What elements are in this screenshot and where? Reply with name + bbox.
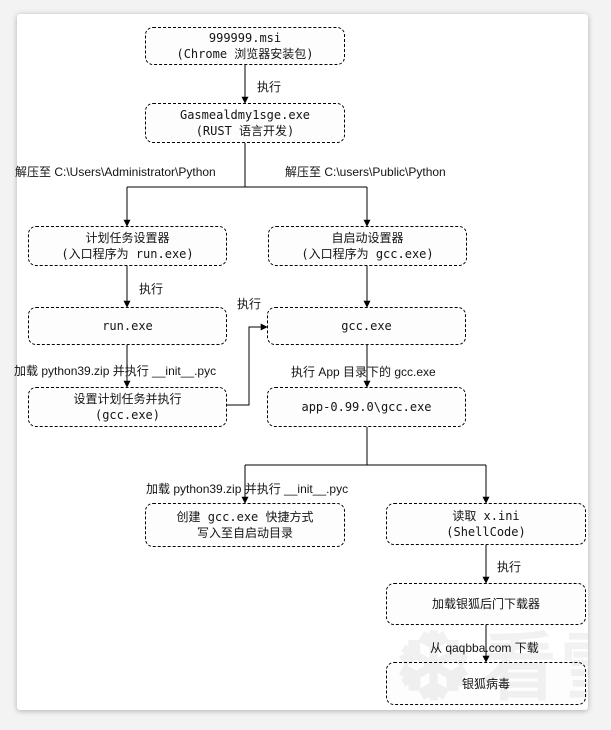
node-subtext: (ShellCode) (446, 525, 526, 539)
edge-label-load-pyc-app: 加载 python39.zip 并执行 __init__.pyc (146, 482, 349, 496)
node-text: 加载银狐后门下载器 (431, 597, 540, 611)
edge-label-exec-gcc: 执行 (237, 297, 262, 311)
node-text: 银狐病毒 (461, 676, 510, 691)
flow-node-task-setter: 计划任务设置器 (入口程序为 run.exe) (28, 226, 227, 266)
flow-node-dropper: Gasmealdmy1sge.exe (RUST 语言开发) (145, 103, 345, 143)
flow-node-set-task: 设置计划任务并执行 (gcc.exe) (28, 387, 227, 427)
flow-node-silver-fox-virus: 银狐病毒 (386, 662, 586, 705)
flow-node-gcc-exe: gcc.exe (267, 307, 466, 345)
flow-node-app-gcc: app-0.99.0\gcc.exe (267, 387, 466, 427)
edge-label-unzip-admin: 解压至 C:\Users\Administrator\Python (15, 165, 216, 179)
flow-node-run-exe: run.exe (28, 307, 227, 345)
node-text: 999999.msi (208, 31, 282, 45)
edge-label-load-pyc-run: 加载 python39.zip 并执行 __init__.pyc (14, 364, 217, 378)
edge-label-exec-top: 执行 (257, 80, 282, 94)
node-text: 自启动设置器 (331, 231, 404, 245)
node-subtext: 写入至自启动目录 (196, 526, 293, 540)
node-subtext: (入口程序为 gcc.exe) (301, 247, 434, 261)
edge-label-exec-app-gcc: 执行 App 目录下的 gcc.exe (291, 365, 436, 379)
flow-node-backdoor-loader: 加载银狐后门下载器 (386, 583, 586, 625)
edge-label-unzip-public: 解压至 C:\users\Public\Python (285, 165, 446, 179)
node-subtext: (gcc.exe) (94, 408, 161, 422)
node-text: app-0.99.0\gcc.exe (301, 400, 432, 414)
flow-node-msi: 999999.msi (Chrome 浏览器安装包) (145, 27, 345, 65)
node-text: 设置计划任务并执行 (73, 392, 182, 406)
node-text: gcc.exe (341, 319, 392, 333)
edge-label-download: 从 qaqbba.com 下载 (430, 641, 539, 655)
node-text: run.exe (102, 319, 153, 333)
node-subtext: (RUST 语言开发) (195, 124, 295, 138)
flow-node-read-ini: 读取 x.ini (ShellCode) (386, 503, 586, 545)
edge-label-exec-shellcode: 执行 (497, 560, 522, 574)
node-text: 计划任务设置器 (85, 231, 170, 245)
node-subtext: (Chrome 浏览器安装包) (176, 47, 314, 61)
node-text: 创建 gcc.exe 快捷方式 (176, 510, 314, 524)
node-subtext: (入口程序为 run.exe) (61, 247, 194, 261)
flow-node-create-shortcut: 创建 gcc.exe 快捷方式 写入至自启动目录 (145, 503, 345, 547)
flow-node-autostart-setter: 自启动设置器 (入口程序为 gcc.exe) (268, 226, 467, 266)
node-text: 读取 x.ini (452, 509, 520, 523)
node-text: Gasmealdmy1sge.exe (179, 108, 311, 122)
edge-label-exec-run: 执行 (139, 282, 164, 296)
